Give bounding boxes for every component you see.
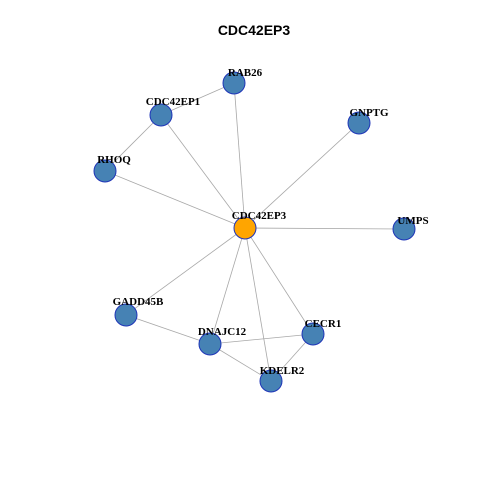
node-label-gadd45b: GADD45B	[113, 296, 164, 308]
node-label-kdelr2: KDELR2	[260, 365, 305, 377]
node-label-cdc42ep3: CDC42EP3	[232, 210, 287, 222]
node-circle-rhoq[interactable]	[93, 159, 117, 183]
node-circle-kdelr2[interactable]	[259, 369, 283, 393]
node-gadd45b[interactable]: GADD45B	[113, 296, 164, 327]
edge-cdc42ep3-gadd45b	[125, 227, 246, 316]
node-cdc42ep3[interactable]: CDC42EP3	[232, 210, 287, 240]
node-circle-gadd45b[interactable]	[114, 303, 138, 327]
node-label-rhoq: RHOQ	[97, 154, 131, 166]
edge-cdc42ep3-dnajc12	[209, 227, 246, 345]
node-label-umps: UMPS	[397, 215, 428, 227]
edge-gadd45b-dnajc12	[125, 314, 211, 345]
node-circle-rab26[interactable]	[222, 71, 246, 95]
edge-dnajc12-cecr1	[209, 333, 314, 345]
node-cdc42ep1[interactable]: CDC42EP1	[146, 96, 200, 127]
node-circle-cecr1[interactable]	[301, 322, 325, 346]
edge-cdc42ep3-cecr1	[244, 227, 314, 335]
node-circle-dnajc12[interactable]	[198, 332, 222, 356]
node-rab26[interactable]: RAB26	[222, 67, 263, 95]
node-umps[interactable]: UMPS	[392, 215, 429, 241]
node-circle-gnptg[interactable]	[347, 111, 371, 135]
node-label-gnptg: GNPTG	[349, 107, 389, 119]
node-kdelr2[interactable]: KDELR2	[259, 365, 305, 393]
edge-dnajc12-kdelr2	[209, 343, 272, 382]
node-dnajc12[interactable]: DNAJC12	[198, 326, 247, 356]
edge-cdc42ep3-rhoq	[104, 170, 246, 229]
node-label-rab26: RAB26	[228, 67, 263, 79]
edge-cdc42ep3-gnptg	[244, 122, 360, 229]
node-label-dnajc12: DNAJC12	[198, 326, 247, 338]
edges-layer	[104, 82, 405, 382]
node-gnptg[interactable]: GNPTG	[347, 107, 389, 135]
node-circle-umps[interactable]	[392, 217, 416, 241]
edge-rab26-cdc42ep1	[160, 82, 235, 116]
node-rhoq[interactable]: RHOQ	[93, 154, 131, 183]
node-label-cecr1: CECR1	[305, 318, 342, 330]
node-label-cdc42ep1: CDC42EP1	[146, 96, 200, 108]
edge-cdc42ep3-rab26	[233, 82, 246, 229]
edge-cdc42ep3-kdelr2	[244, 227, 272, 382]
edge-cdc42ep1-rhoq	[104, 114, 162, 172]
node-circle-cdc42ep3[interactable]	[233, 216, 257, 240]
node-cecr1[interactable]: CECR1	[301, 318, 342, 346]
edge-cdc42ep3-cdc42ep1	[160, 114, 246, 229]
node-circle-cdc42ep1[interactable]	[149, 103, 173, 127]
edge-cdc42ep3-umps	[244, 227, 405, 230]
graph-title: CDC42EP3	[218, 22, 291, 38]
